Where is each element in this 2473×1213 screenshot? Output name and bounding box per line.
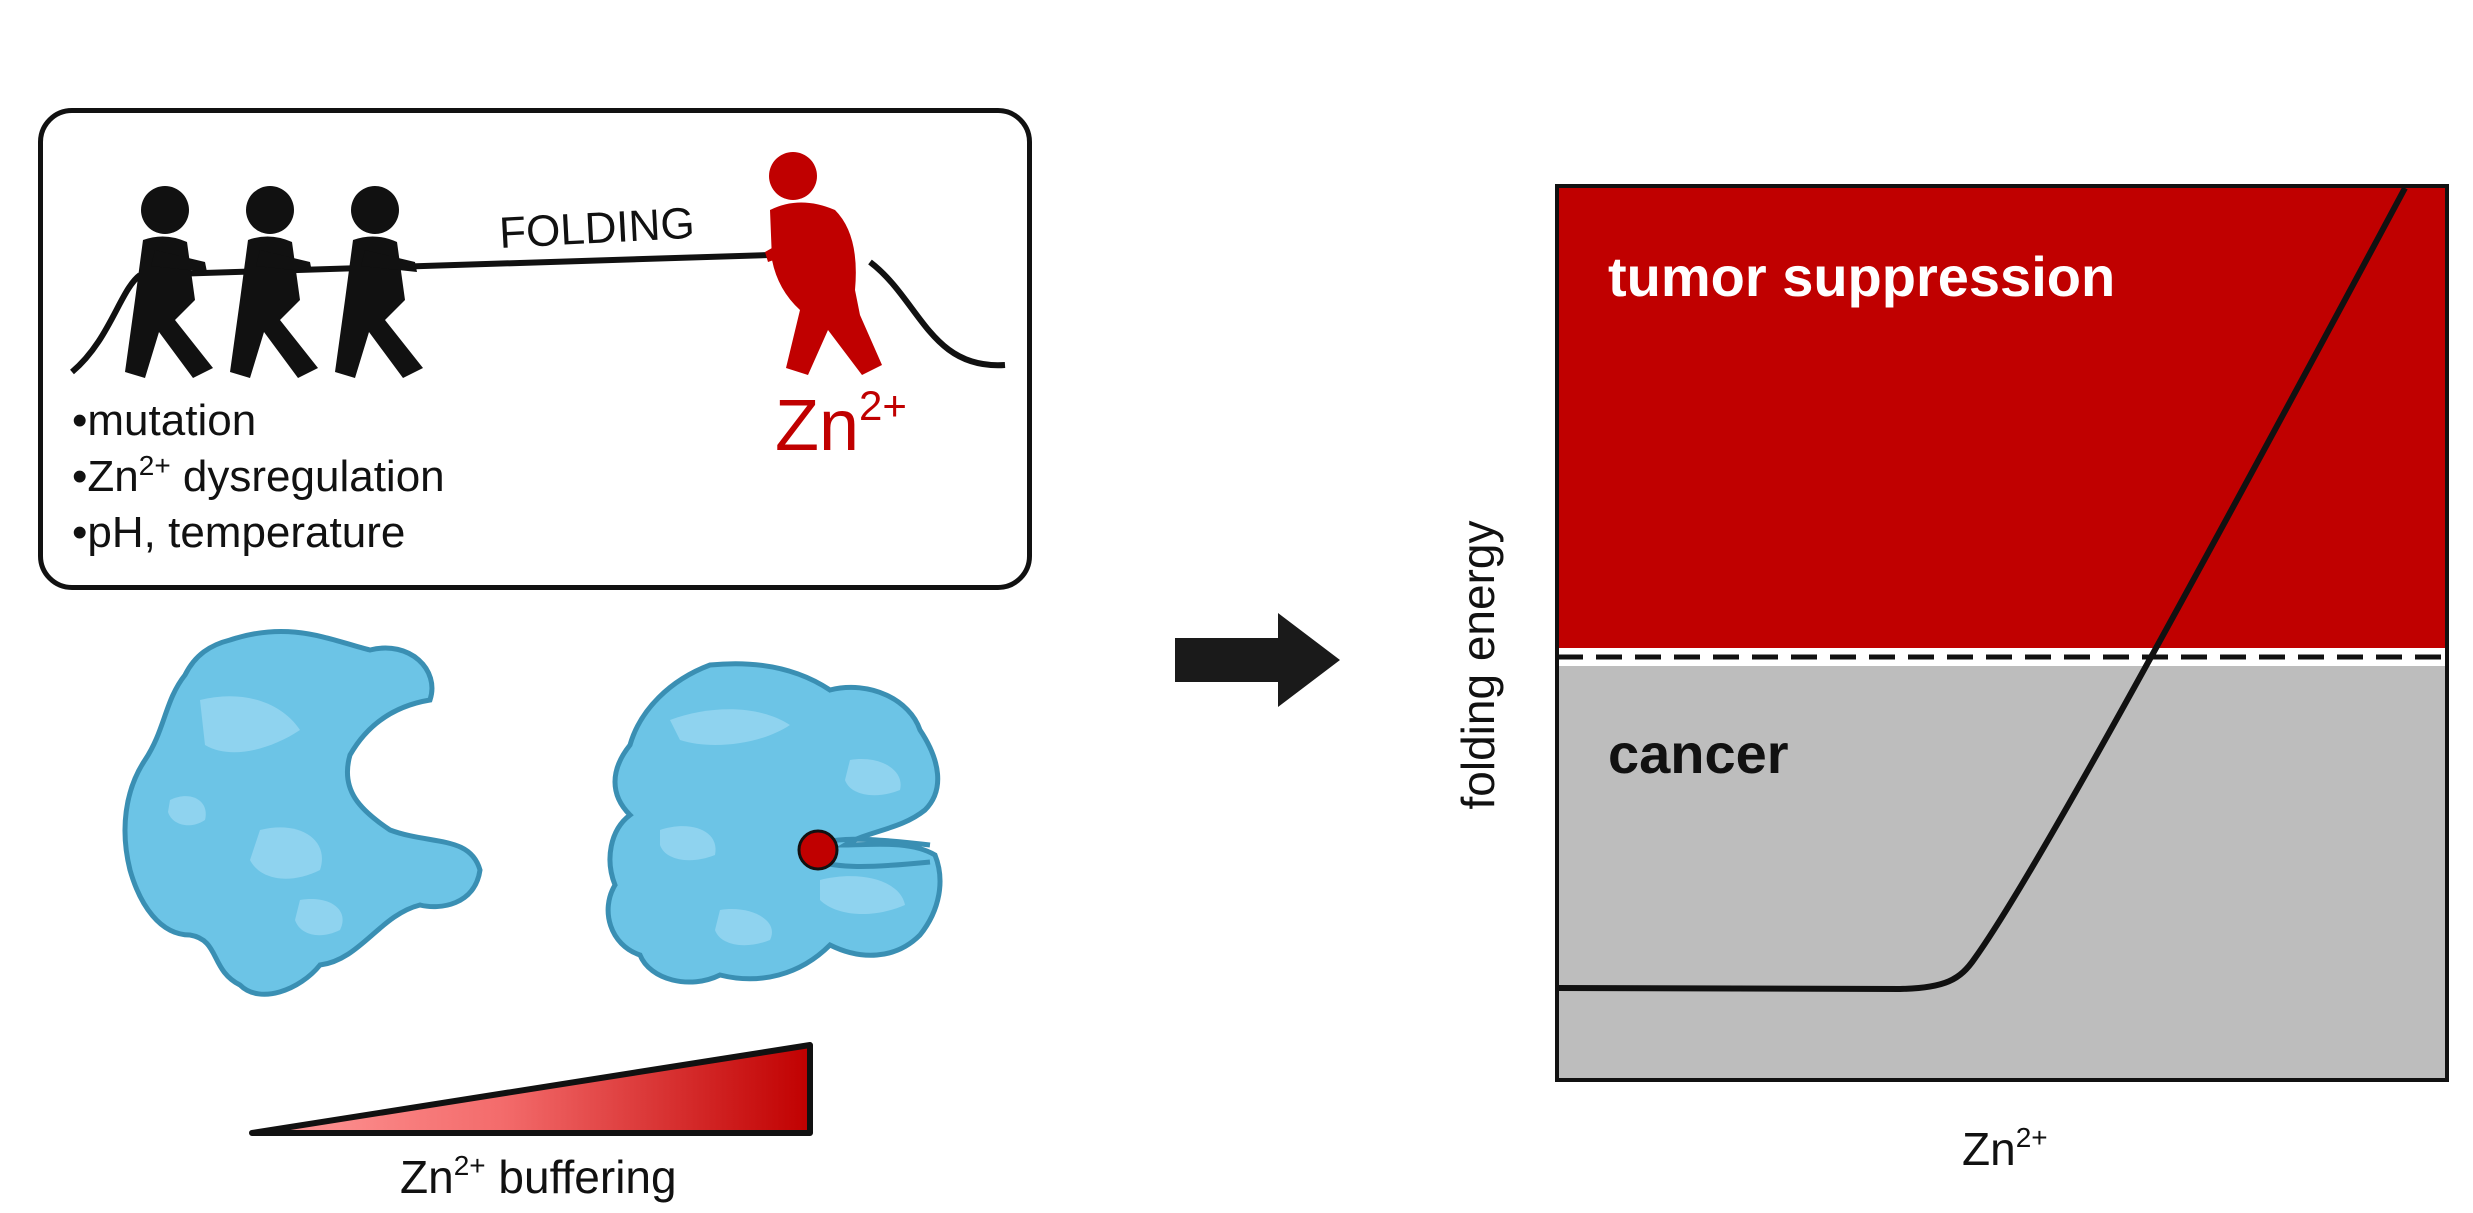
right-arrow-icon xyxy=(1175,613,1340,707)
factor-mutation: •mutation xyxy=(72,396,257,445)
factor-zinc-dysregulation: •Zn2+ dysregulation xyxy=(72,450,445,502)
cancer-region xyxy=(1557,666,2447,1080)
unfolded-protein-icon xyxy=(122,628,483,997)
puller-figure-1 xyxy=(125,186,213,378)
cancer-label: cancer xyxy=(1608,722,1789,785)
puller-figure-2 xyxy=(230,186,318,378)
rope-right-tail xyxy=(868,259,1006,369)
zinc-ion-icon xyxy=(797,829,839,871)
tug-of-war-panel xyxy=(38,108,1032,590)
puller-figure-3 xyxy=(335,186,423,378)
folded-protein-icon xyxy=(605,661,943,985)
rope-left-tail xyxy=(70,272,142,375)
buffering-gradient-wedge xyxy=(249,1042,813,1136)
folding-energy-curve xyxy=(1556,186,2408,993)
graph-frame xyxy=(1555,184,2449,1082)
zinc-label: Zn2+ xyxy=(775,382,907,467)
buffering-label: Zn2+ buffering xyxy=(400,1150,677,1203)
tumor-suppression-label: tumor suppression xyxy=(1608,245,2115,308)
tumor-suppression-region xyxy=(1557,188,2447,648)
x-axis-label: Zn2+ xyxy=(1962,1122,2048,1175)
factor-ph-temperature: •pH, temperature xyxy=(72,508,406,557)
zinc-puller-figure xyxy=(765,152,882,375)
rope-label: FOLDING xyxy=(498,199,696,258)
